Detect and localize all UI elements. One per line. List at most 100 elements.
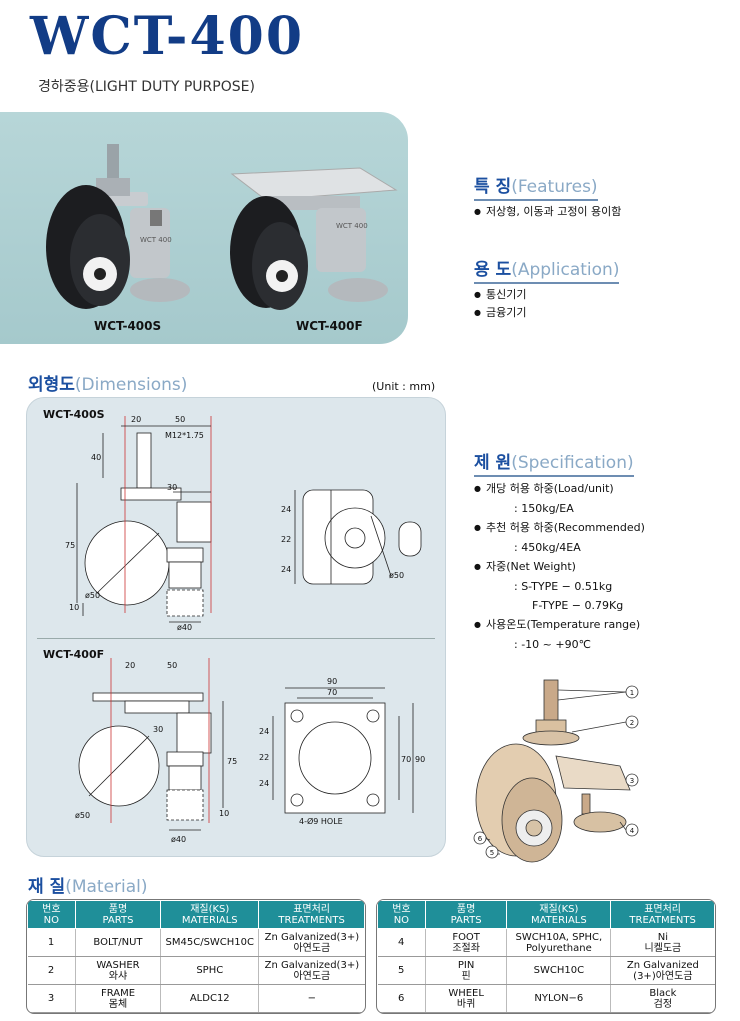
dim-s-24a: 24 bbox=[281, 505, 291, 514]
caster-f-photo: WCT 400 bbox=[230, 167, 398, 310]
table-cell: 5 bbox=[377, 956, 426, 985]
table-cell: 4 bbox=[377, 928, 426, 957]
material-heading: 재 질(Material) bbox=[28, 877, 148, 897]
dim-s-20: 20 bbox=[131, 415, 141, 424]
table-row: 1 BOLT/NUT SM45C/SWCH10C Zn Galvanized(3… bbox=[27, 928, 365, 957]
assembly-illustration: 1 2 3 4 5 6 bbox=[473, 679, 639, 863]
dim-label-s: WCT-400S bbox=[43, 408, 105, 421]
dim-s-22: 22 bbox=[281, 535, 291, 544]
table-cell: 3 bbox=[27, 984, 76, 1013]
dimensions-divider bbox=[37, 638, 435, 639]
spec-rec-label: 추천 허용 하중(Recommended) bbox=[474, 518, 645, 538]
spec-temp-label: 사용온도(Temperature range) bbox=[474, 615, 645, 635]
dim-s-30: 30 bbox=[167, 483, 177, 492]
specification-heading: 제 원(Specification) bbox=[474, 448, 634, 477]
table-cell: SPHC bbox=[160, 956, 259, 985]
table-cell: Zn Galvanized(3+)아연도금 bbox=[258, 956, 365, 985]
dim-f-24a: 24 bbox=[259, 727, 269, 736]
caster-s-photo: WCT 400 bbox=[46, 144, 190, 309]
callout-1: 1 bbox=[630, 689, 634, 697]
dim-s-phi50r: ø50 bbox=[389, 571, 404, 580]
dim-s-m12: M12*1.75 bbox=[165, 431, 204, 440]
dim-label-f: WCT-400F bbox=[43, 648, 105, 661]
application-list: 통신기기 금융기기 bbox=[474, 286, 526, 322]
dim-f-90w: 90 bbox=[327, 677, 337, 686]
product-photos-illustration: WCT 400 WCT 400 bbox=[46, 144, 398, 310]
dim-f-70h: 70 bbox=[401, 755, 411, 764]
dim-s-10: 10 bbox=[69, 603, 79, 612]
spec-rec-value: : 450kg/4EA bbox=[514, 541, 581, 554]
application-item: 통신기기 bbox=[474, 286, 526, 304]
table-cell: BOLT/NUT bbox=[74, 928, 161, 957]
dim-f-hole: 4-Ø9 HOLE bbox=[299, 816, 343, 826]
spec-temp-value: : -10 ~ +90℃ bbox=[514, 638, 591, 651]
page-subtitle: 경하중용(LIGHT DUTY PURPOSE) bbox=[38, 79, 255, 95]
dim-s-24b: 24 bbox=[281, 565, 291, 574]
dimensions-panel: WCT-400S WCT-400F bbox=[26, 397, 446, 857]
table-cell: − bbox=[258, 984, 365, 1013]
dim-f-90h: 90 bbox=[415, 755, 425, 764]
dim-f-20: 20 bbox=[125, 661, 135, 670]
dim-f-50: 50 bbox=[167, 661, 177, 670]
spec-weight-label: 자중(Net Weight) bbox=[474, 557, 645, 577]
dim-f-10: 10 bbox=[219, 809, 229, 818]
dim-f-phi50: ø50 bbox=[75, 811, 90, 820]
caster-s-stamp: WCT 400 bbox=[140, 236, 172, 244]
dimension-drawings: 20 50 M12*1.75 40 30 75 10 ø50 ø40 24 22… bbox=[65, 415, 425, 844]
application-item: 금융기기 bbox=[474, 304, 526, 322]
table-cell: 2 bbox=[27, 956, 76, 985]
page-title: WCT-400 bbox=[30, 6, 304, 67]
dim-s-50: 50 bbox=[175, 415, 185, 424]
dim-f-phi40: ø40 bbox=[171, 835, 186, 844]
callout-6: 6 bbox=[478, 835, 483, 843]
col-header-materials: 재질(KS)MATERIALS bbox=[506, 900, 612, 929]
product-photo-panel: WCT 400 WCT 400 WCT-400S WCT-400F bbox=[0, 112, 408, 344]
spec-weight-s: : S-TYPE − 0.51kg bbox=[514, 580, 613, 593]
callout-4: 4 bbox=[630, 827, 635, 835]
dim-f-75: 75 bbox=[227, 757, 237, 766]
dim-s-phi50: ø50 bbox=[85, 591, 100, 600]
dim-s-75: 75 bbox=[65, 541, 75, 550]
table-cell: SWCH10C bbox=[506, 956, 611, 985]
dim-s-phi40: ø40 bbox=[177, 623, 192, 632]
table-cell: ALDC12 bbox=[160, 984, 259, 1013]
spec-weight-f: F-TYPE − 0.79Kg bbox=[532, 599, 624, 612]
callout-2: 2 bbox=[630, 719, 634, 727]
dim-s-40: 40 bbox=[91, 453, 101, 462]
table-cell: 1 bbox=[27, 928, 76, 957]
table-cell: Zn Galvanized(3+)아연도금 bbox=[610, 956, 715, 985]
table-cell: 6 bbox=[377, 984, 426, 1013]
dimensions-heading: 외형도(Dimensions) bbox=[28, 375, 188, 395]
callout-5: 5 bbox=[490, 849, 494, 857]
spec-load-label: 개당 허용 하중(Load/unit) bbox=[474, 479, 645, 499]
table-cell: SWCH10A, SPHC,Polyurethane bbox=[506, 928, 611, 957]
specification-list: 개당 허용 하중(Load/unit) : 150kg/EA 추천 허용 하중(… bbox=[474, 479, 645, 654]
caster-f-stamp: WCT 400 bbox=[336, 222, 368, 230]
features-item: 저상형, 이동과 고정이 용이함 bbox=[474, 203, 621, 221]
table-cell: NYLON−6 bbox=[506, 984, 611, 1013]
dim-f-24b: 24 bbox=[259, 779, 269, 788]
callout-3: 3 bbox=[630, 777, 634, 785]
application-heading: 용 도(Application) bbox=[474, 255, 620, 284]
table-cell: Zn Galvanized(3+)아연도금 bbox=[258, 928, 365, 957]
col-header-materials: 재질(KS)MATERIALS bbox=[160, 900, 260, 929]
